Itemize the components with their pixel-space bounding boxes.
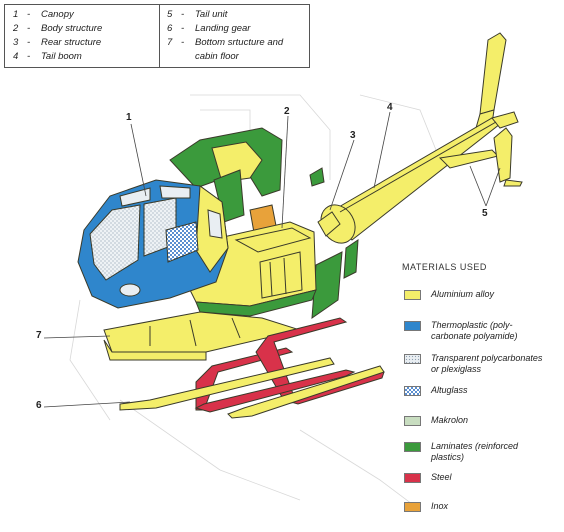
legend-label-line1: Altuglass xyxy=(431,385,468,395)
parts-key: 1-Canopy 2-Body structure 3-Rear structu… xyxy=(4,4,310,68)
key-number: 5 xyxy=(167,9,173,20)
callout-cabin-floor: 7 xyxy=(36,330,42,341)
background-sketch xyxy=(69,94,441,511)
callout-canopy: 1 xyxy=(126,112,132,123)
key-number: 1 xyxy=(13,9,19,20)
key-dash: - xyxy=(181,23,185,34)
key-label: Landing gear xyxy=(195,23,251,34)
legend-item: Altuglass xyxy=(404,385,564,416)
key-label: cabin floor xyxy=(195,51,239,62)
legend-item: Makrolon xyxy=(404,415,564,446)
legend-item: Steel xyxy=(404,472,564,503)
legend-label-line1: Thermoplastic (poly- xyxy=(431,320,513,330)
key-label: Canopy xyxy=(41,9,74,20)
callout-body-structure: 2 xyxy=(284,106,290,117)
legend-swatch xyxy=(404,321,421,331)
helicopter-exploded-diagram xyxy=(43,32,523,511)
key-label: Tail boom xyxy=(41,51,82,62)
key-dash: - xyxy=(27,23,31,34)
legend-swatch xyxy=(404,502,421,512)
callout-landing-gear: 6 xyxy=(36,400,42,411)
legend-label-line2: or plexiglass xyxy=(431,364,482,374)
key-dash: - xyxy=(27,9,31,20)
key-dash: - xyxy=(181,9,185,20)
key-number: 4 xyxy=(13,51,19,62)
key-item-6: 6-Landing gear xyxy=(167,23,250,35)
key-number: 7 xyxy=(167,37,173,48)
legend-item: Thermoplastic (poly-carbonate polyamide) xyxy=(404,320,564,351)
key-number: 2 xyxy=(13,23,19,34)
key-number: 3 xyxy=(13,37,19,48)
legend-swatch xyxy=(404,442,421,452)
legend-label: Thermoplastic (poly-carbonate polyamide) xyxy=(431,320,564,342)
legend-label-line1: Makrolon xyxy=(431,415,469,425)
legend-label-line1: Laminates (reinforced xyxy=(431,441,519,451)
cabin-floor xyxy=(103,311,302,361)
legend-swatch xyxy=(404,473,421,483)
key-label: Body structure xyxy=(41,23,103,34)
legend-label: Steel xyxy=(431,472,564,483)
key-dash: - xyxy=(27,51,31,62)
legend-title: MATERIALS USED xyxy=(402,262,487,272)
tail-stabilizer xyxy=(438,127,523,187)
legend-label-line1: Transparent polycarbonates xyxy=(431,353,543,363)
rear-structure xyxy=(309,167,341,237)
key-dash: - xyxy=(181,37,185,48)
legend-swatch xyxy=(404,416,421,426)
callout-tail-boom: 4 xyxy=(387,102,393,113)
legend-label-line2: carbonate polyamide) xyxy=(431,331,518,341)
legend-item: Aluminium alloy xyxy=(404,289,564,320)
legend-item: Inox xyxy=(404,501,564,532)
key-item-5: 5-Tail unit xyxy=(167,9,227,21)
legend-swatch xyxy=(404,386,421,396)
tail-fin xyxy=(475,32,507,129)
callout-rear-structure: 3 xyxy=(350,130,356,141)
legend-label-line2: plastics) xyxy=(431,452,465,462)
callout-lines xyxy=(43,111,501,408)
legend-label-line1: Steel xyxy=(431,472,452,482)
legend-swatch xyxy=(404,290,421,300)
legend-label: Aluminium alloy xyxy=(431,289,564,300)
tail-boom xyxy=(320,111,519,244)
legend-label-line1: Aluminium alloy xyxy=(431,289,495,299)
key-label: Bottom srtucture and xyxy=(195,37,284,48)
engine-cowling xyxy=(169,127,283,197)
legend-label: Altuglass xyxy=(431,385,564,396)
key-label: Tail unit xyxy=(195,9,228,20)
key-item-1: 1-Canopy xyxy=(13,9,74,21)
legend-swatch xyxy=(404,354,421,364)
canopy xyxy=(77,179,229,309)
legend-label: Inox xyxy=(431,501,564,512)
parts-key-divider xyxy=(159,5,160,67)
key-number: 6 xyxy=(167,23,173,34)
key-item-3: 3-Rear structure xyxy=(13,37,101,49)
key-item-4: 4-Tail boom xyxy=(13,51,82,63)
key-label: Rear structure xyxy=(41,37,102,48)
key-dash: - xyxy=(27,37,31,48)
callout-tail-unit: 5 xyxy=(482,208,488,219)
legend-label-line1: Inox xyxy=(431,501,449,511)
key-item-7: 7-Bottom srtucture and xyxy=(167,37,283,49)
key-item-2: 2-Body structure xyxy=(13,23,102,35)
legend-label: Makrolon xyxy=(431,415,564,426)
landing-gear xyxy=(119,317,385,419)
key-item-7-continued: cabin floor xyxy=(167,51,239,63)
